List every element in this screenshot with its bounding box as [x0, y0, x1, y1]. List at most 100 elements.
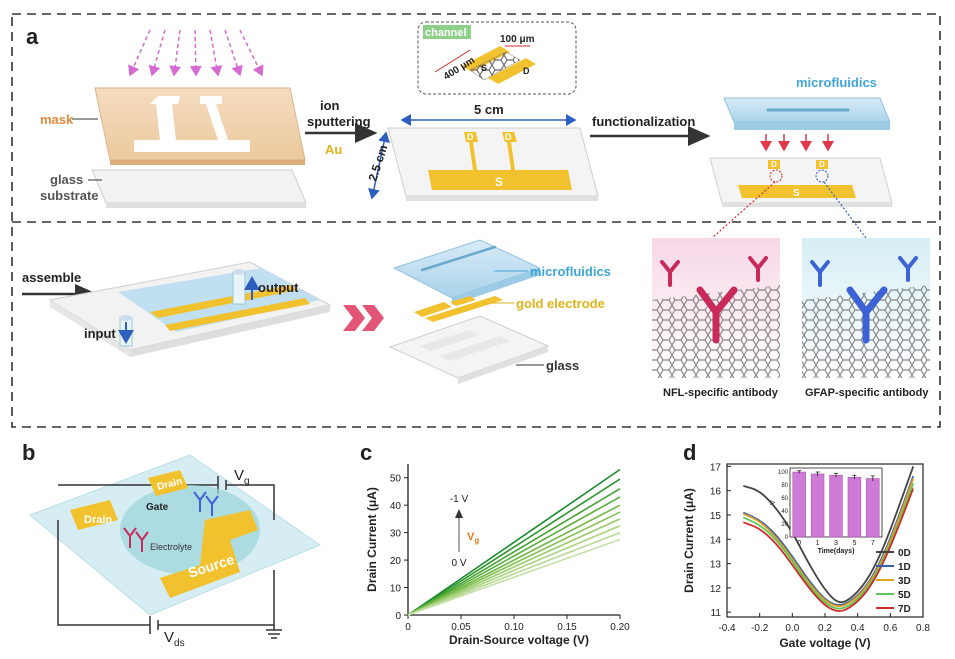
d-x-tick-label: -0.2: [751, 623, 769, 634]
d-x-tick-label: -0.4: [718, 623, 736, 634]
output-label: output: [258, 280, 299, 295]
nfl-caption: NFL-specific antibody: [663, 387, 779, 399]
microfluidic-layer: [723, 97, 891, 130]
uv-rays: [128, 29, 264, 77]
inset-title-bg: [423, 25, 471, 39]
panel-a: a mask glass substrate ion: [11, 13, 941, 428]
d-series-line: [742, 483, 915, 610]
d-legend-label: 1D: [898, 562, 911, 573]
height-dimension: [368, 131, 390, 200]
glass-substrate: [91, 169, 307, 208]
functionalized-chip: [709, 157, 893, 207]
d-inset-x-tick-label: 3: [834, 540, 838, 547]
d-series-line: [743, 466, 915, 604]
d-y-axis-label: Drain Current (μA): [682, 488, 696, 593]
d-x-tick-label: 0.0: [785, 623, 799, 634]
d-inset-y-label: V: [770, 500, 777, 505]
d-inset-x-label: Time(days): [818, 548, 855, 555]
assemble-label: assemble: [22, 270, 81, 285]
d-legend-label: 7D: [898, 604, 911, 615]
microfluidics-top-label: microfluidics: [796, 75, 877, 90]
c-x-tick-label: 0: [405, 622, 411, 633]
func-d-label-1: D: [771, 160, 777, 169]
vg-label: Vg: [234, 467, 250, 487]
d-inset-bar: [847, 476, 862, 538]
d-series-line: [743, 487, 915, 612]
c-annotation-bottom: 0 V: [451, 558, 466, 569]
electrode-d-label-2: D: [505, 132, 512, 142]
inset-d: D: [523, 66, 530, 76]
gfap-antibody-illustration: [802, 238, 930, 378]
d-inset-x-tick-label: 0: [797, 540, 801, 547]
c-x-axis-label: Drain-Source voltage (V): [449, 633, 589, 647]
d-inset-y-tick-label: 20: [781, 522, 788, 528]
d-inset-bar: [829, 475, 843, 538]
panel-a-frame: [11, 13, 941, 428]
c-series-line: [407, 538, 621, 616]
c-annotation-top: -1 V: [450, 494, 469, 505]
c-series-line: [407, 525, 621, 616]
c-y-axis-label: Drain Current (μA): [365, 487, 379, 592]
d-inset-y-tick-label: 0: [785, 535, 789, 541]
assembled-device: [48, 261, 332, 357]
au-label: Au: [325, 142, 342, 157]
d-y-tick-label: 16: [710, 487, 722, 498]
d-legend-label: 3D: [898, 576, 911, 587]
exploded-stack: [388, 239, 550, 384]
functionalization-label: functionalization: [592, 114, 695, 129]
c-y-tick-label: 30: [390, 529, 402, 540]
drain-left-label: Drain: [84, 514, 112, 526]
c-y-tick-label: 50: [390, 474, 402, 485]
vds-label: Vds: [164, 629, 185, 649]
dim-25cm: 2.5 cm: [366, 143, 391, 183]
sputtering-label: sputtering: [307, 114, 371, 129]
d-x-tick-label: 0.4: [851, 623, 865, 634]
circuit-wires: [57, 476, 282, 639]
c-x-tick-label: 0.15: [557, 622, 577, 633]
electrolyte-label: Electrolyte: [150, 542, 192, 552]
photomask: [94, 87, 306, 165]
microfluidics-stack-label: microfluidics: [530, 264, 611, 279]
d-inset-bar: [810, 473, 825, 538]
electrode-chip: [387, 127, 599, 201]
d-y-tick-label: 11: [711, 608, 722, 619]
electrode-d-label-1: D: [467, 132, 474, 142]
func-s-label: S: [793, 188, 800, 199]
d-inset-y-tick-label: 40: [781, 509, 788, 515]
drain-pad-2: [502, 132, 517, 142]
d-y-tick-label: 14: [710, 535, 722, 546]
gate-label: Gate: [146, 502, 169, 513]
gfap-caption: GFAP-specific antibody: [805, 387, 929, 399]
inset-s: S: [481, 63, 487, 73]
glass-label-2: substrate: [40, 188, 99, 203]
d-inset-x-tick-label: 7: [871, 540, 875, 547]
c-y-tick-label: 40: [390, 501, 402, 512]
d-x-axis-label: Gate voltage (V): [779, 636, 870, 650]
panel-c-letter: c: [360, 440, 372, 465]
d-inset-bar: [792, 471, 806, 538]
d-inset-y-tick-label: 100: [778, 470, 789, 476]
c-series-line: [407, 496, 621, 616]
d-x-tick-label: 0.6: [883, 623, 897, 634]
drain-pad-1: [464, 132, 478, 142]
c-annotation-var: Vg: [467, 531, 479, 545]
input-label: input: [84, 326, 116, 341]
c-series-line: [407, 518, 621, 616]
d-legend-label: 5D: [898, 590, 911, 601]
nfl-antibody-illustration: [652, 238, 780, 378]
inset-100: 100 μm: [500, 34, 535, 45]
panel-b: b Drain Drain Gate Electrolyte: [22, 440, 322, 649]
d-y-tick-label: 12: [710, 584, 722, 595]
b-antibodies: [123, 491, 219, 552]
c-series-line: [407, 468, 621, 616]
glass-stack-label: glass: [546, 358, 579, 373]
c-y-tick-label: 10: [390, 584, 402, 595]
c-x-tick-label: 0.05: [451, 622, 471, 633]
d-x-tick-label: 0.8: [916, 623, 930, 634]
d-x-tick-label: 0.2: [818, 623, 832, 634]
ion-label: ion: [320, 98, 340, 113]
chevron-arrows-icon: [343, 305, 384, 331]
d-series-line: [742, 478, 915, 608]
